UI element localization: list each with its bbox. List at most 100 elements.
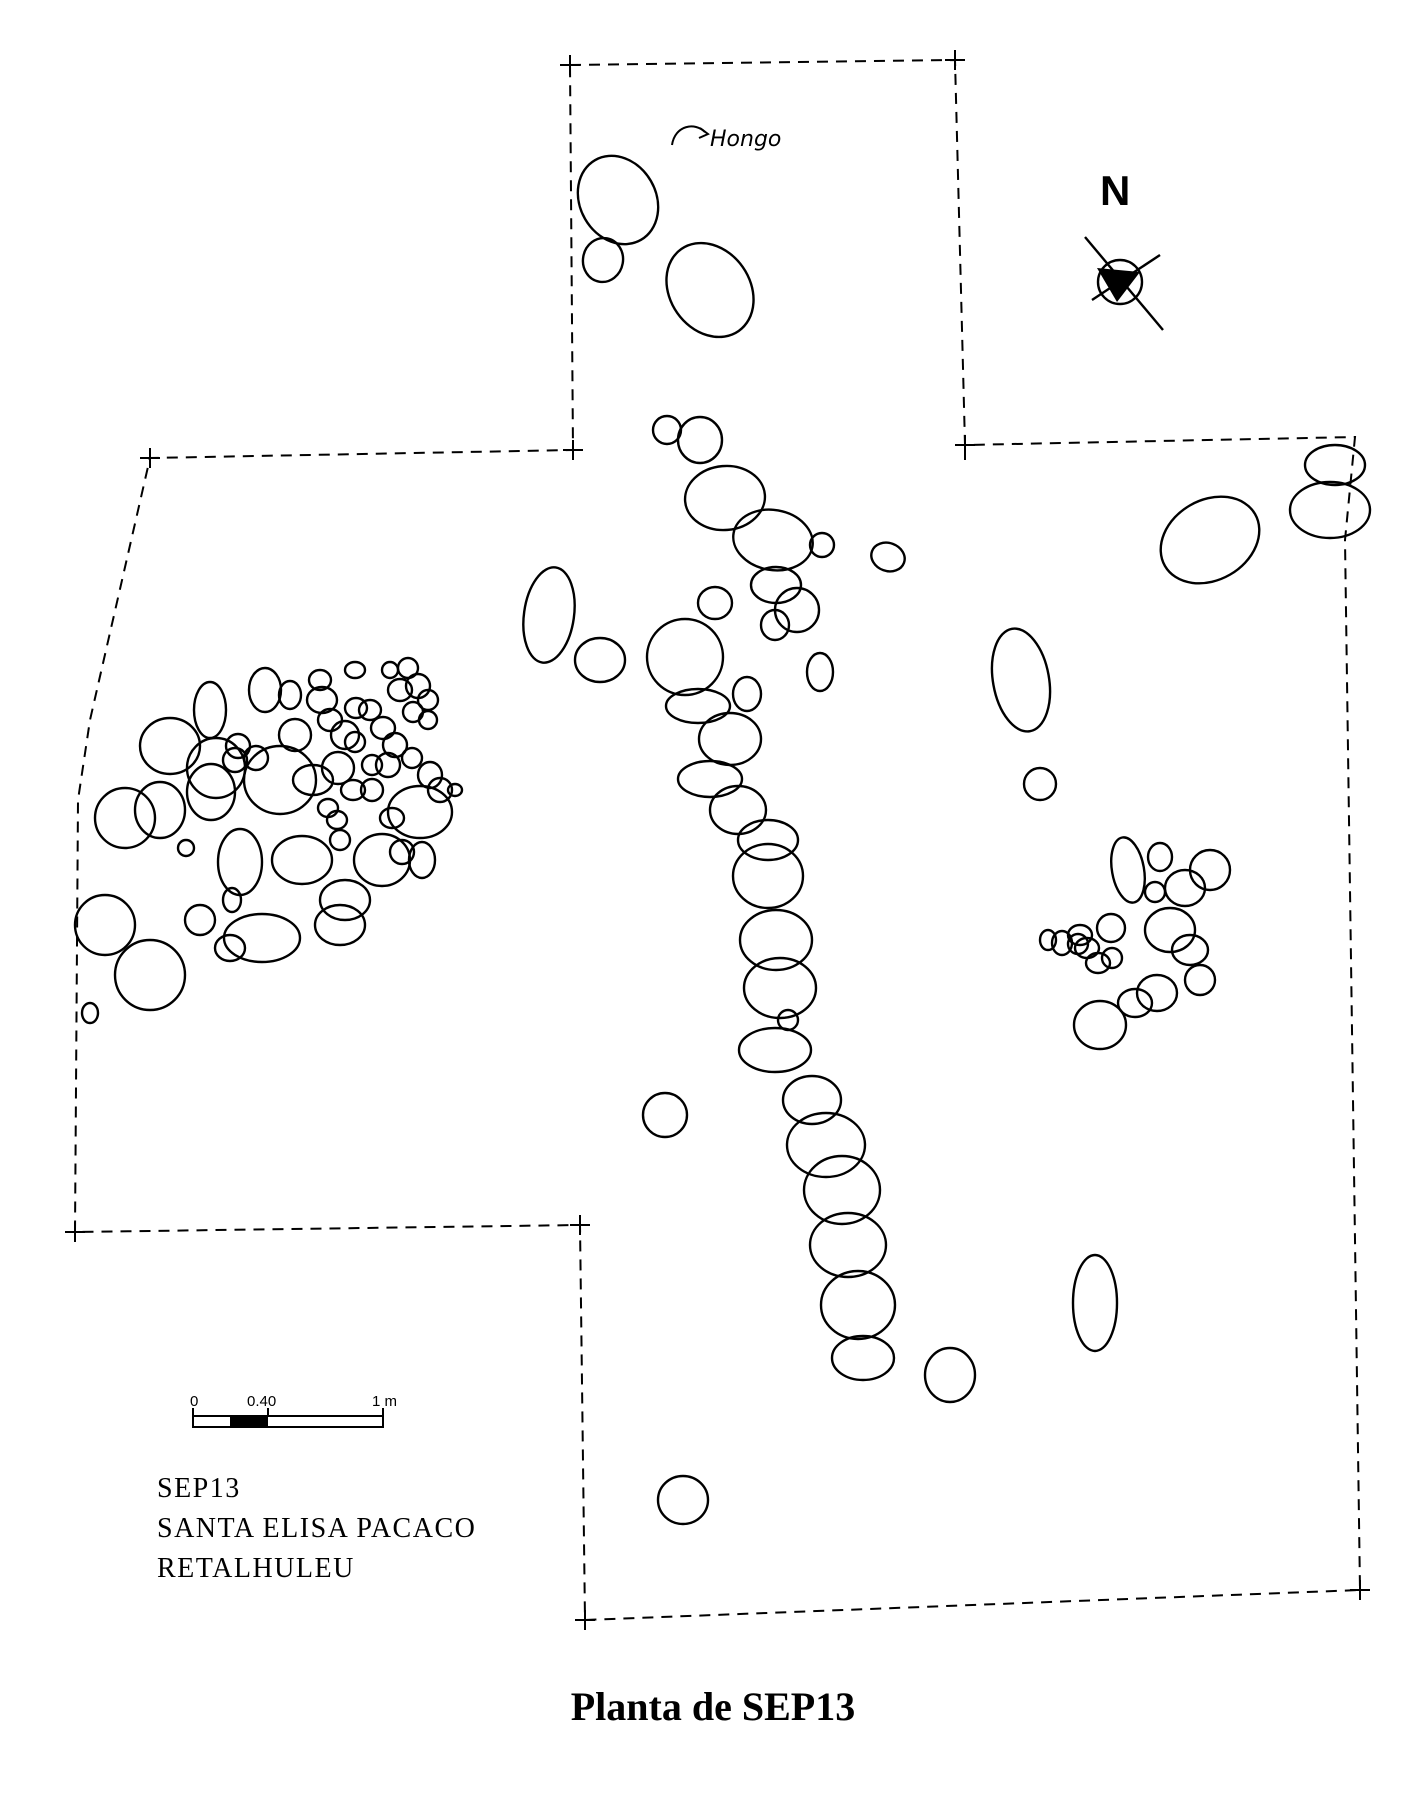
north-label: N	[1100, 167, 1130, 214]
stone-outline	[1072, 999, 1128, 1051]
stone-outline	[696, 585, 734, 621]
stone-outline	[1303, 443, 1367, 487]
stone-outline	[192, 680, 228, 740]
stone-outline	[1066, 932, 1090, 956]
stone-outline	[808, 1211, 888, 1279]
stone-outline	[307, 668, 333, 692]
stone-outline	[388, 838, 416, 866]
stone-outline	[352, 832, 412, 888]
stone-outline	[664, 687, 732, 725]
stone-outline	[697, 711, 763, 767]
site-code: SEP13	[157, 1473, 241, 1504]
stone-outline	[1050, 929, 1074, 957]
stone-outline	[224, 732, 252, 760]
scale-label-1m: 1 m	[372, 1393, 397, 1410]
stone-outline	[1038, 928, 1058, 952]
stone-outline	[651, 414, 683, 446]
stone-outline	[1188, 848, 1232, 892]
stone-outline	[785, 1111, 867, 1179]
stone-outline	[923, 1346, 977, 1404]
stone-outline	[732, 508, 814, 572]
stone-outline	[781, 1074, 843, 1126]
fungus-note: Hongo	[671, 125, 781, 152]
stone-outline	[185, 762, 237, 822]
stone-outline	[731, 842, 805, 910]
stone-outline	[381, 731, 409, 759]
stone-outline	[386, 784, 454, 840]
stone-outline	[416, 760, 444, 790]
stone-outline	[645, 617, 725, 697]
compass-pointer	[1097, 268, 1140, 302]
stone-outline	[676, 759, 744, 799]
stone-outline	[242, 744, 318, 816]
stone-outline	[522, 566, 576, 664]
stone-outline	[328, 828, 352, 852]
stone-outline	[369, 715, 397, 741]
stone-outline	[325, 809, 349, 831]
stone-outline	[138, 716, 202, 776]
stone-outline	[277, 679, 303, 711]
stone-outline	[318, 878, 372, 922]
stone-outline	[776, 1008, 800, 1032]
stone-outline	[374, 751, 402, 779]
stone-outline	[93, 786, 157, 850]
stone-outline	[1095, 912, 1127, 944]
stone-outline	[73, 893, 137, 957]
stone-outline	[446, 782, 464, 798]
stone-outline	[242, 744, 270, 772]
stone-outline	[1110, 836, 1146, 904]
compass-circle	[1096, 258, 1144, 306]
stone-outline	[291, 763, 335, 797]
stone-outline	[316, 707, 344, 733]
stone-outline	[313, 903, 367, 947]
stone-outline	[357, 698, 383, 722]
site-region: RETALHULEU	[157, 1553, 355, 1584]
stone-outline	[802, 1154, 882, 1226]
stone-outline	[404, 672, 432, 700]
stone-outline	[380, 660, 400, 680]
stone-outline	[80, 1001, 100, 1025]
stone-outline	[742, 956, 818, 1020]
stone-outline	[176, 838, 196, 858]
stone-outline	[247, 666, 283, 714]
stone-outline	[216, 827, 264, 897]
stone-outline	[1159, 495, 1261, 585]
stone-outline	[830, 1334, 896, 1382]
stone-outline	[1135, 973, 1179, 1013]
stone-outline	[343, 660, 367, 680]
scale-bar: 0 0.40 1 m	[190, 1393, 397, 1428]
stone-outline	[222, 912, 302, 964]
stone-outline	[656, 1474, 710, 1526]
stone-outline	[1143, 906, 1197, 954]
stone-outline	[320, 750, 356, 786]
stone-outline	[1084, 951, 1112, 975]
stone-outline	[133, 780, 187, 840]
stone-outline	[808, 531, 836, 559]
stone-outline	[339, 778, 367, 802]
stone-outline	[386, 677, 414, 703]
excavation-boundary	[73, 58, 1362, 1622]
stone-outline	[343, 696, 369, 720]
stone-outline	[731, 675, 763, 713]
scale-label-0: 0	[190, 1393, 198, 1410]
stone-outline	[676, 415, 724, 465]
stone-outline	[213, 933, 247, 963]
scale-bar-fill	[230, 1416, 268, 1427]
stone-outline	[665, 241, 755, 339]
stone-outline	[576, 154, 660, 246]
stone-outline	[343, 730, 367, 754]
stone-outline	[736, 818, 800, 862]
stone-outline	[1071, 1253, 1119, 1353]
stone-outline	[683, 464, 767, 532]
stone-outline	[277, 717, 313, 753]
stone-outline	[641, 1091, 689, 1139]
scale-bar-outline	[192, 1415, 384, 1428]
stone-outline	[221, 746, 249, 774]
stone-outline	[1146, 841, 1174, 873]
north-arrow: N	[1084, 167, 1164, 331]
stone-outline	[1143, 880, 1167, 904]
stone-outline	[1116, 987, 1154, 1019]
stone-outline	[378, 806, 406, 830]
scale-label-040: 0.40	[247, 1393, 276, 1410]
